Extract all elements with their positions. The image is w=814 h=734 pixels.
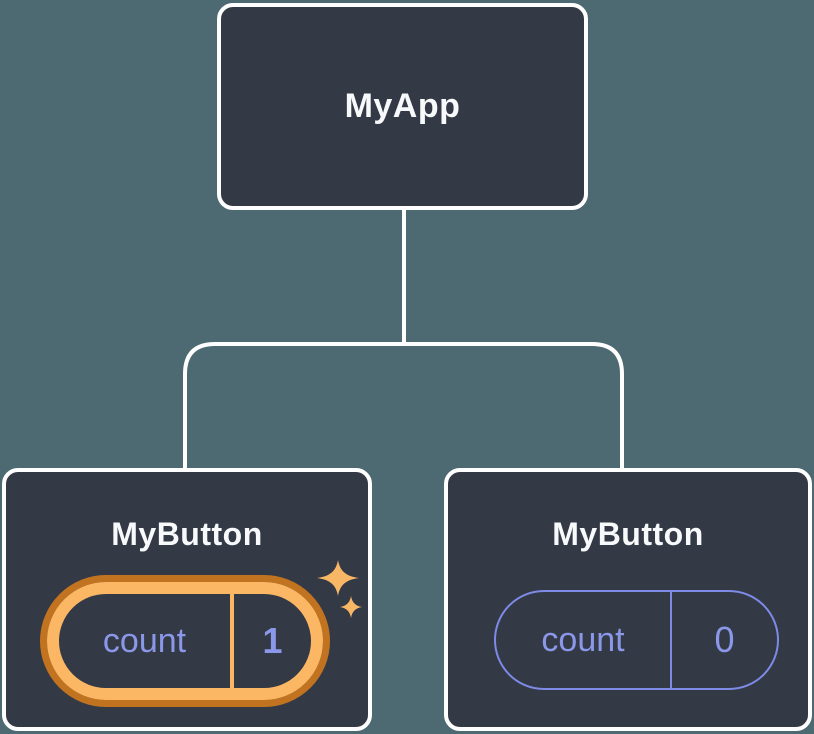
state-key-label: count (541, 620, 625, 659)
state-pill-highlighted: count 1 (40, 575, 330, 707)
state-key-cell: count (59, 594, 230, 688)
state-value-cell: 0 (672, 592, 777, 688)
state-pill-inner-ring: count 1 (47, 582, 323, 700)
state-key-label: count (102, 621, 187, 660)
state-value: 0 (714, 619, 735, 660)
state-pill-divider (230, 594, 234, 688)
node-label: MyButton (111, 516, 263, 552)
connector-bracket (183, 342, 624, 472)
node-label: MyButton (552, 516, 704, 552)
component-node-child-2: MyButton count 0 (444, 468, 812, 731)
state-pill-divider (670, 592, 672, 688)
state-key-cell: count (496, 592, 670, 688)
sparkle-icon (317, 560, 359, 596)
component-node-root: MyApp (217, 3, 588, 210)
node-label: MyApp (344, 87, 461, 125)
component-node-child-1: MyButton count 1 (2, 468, 372, 731)
state-value-cell: 1 (234, 594, 311, 688)
state-value: 1 (262, 620, 283, 661)
state-pill: count 0 (494, 590, 779, 690)
sparkle-icon (340, 596, 362, 618)
